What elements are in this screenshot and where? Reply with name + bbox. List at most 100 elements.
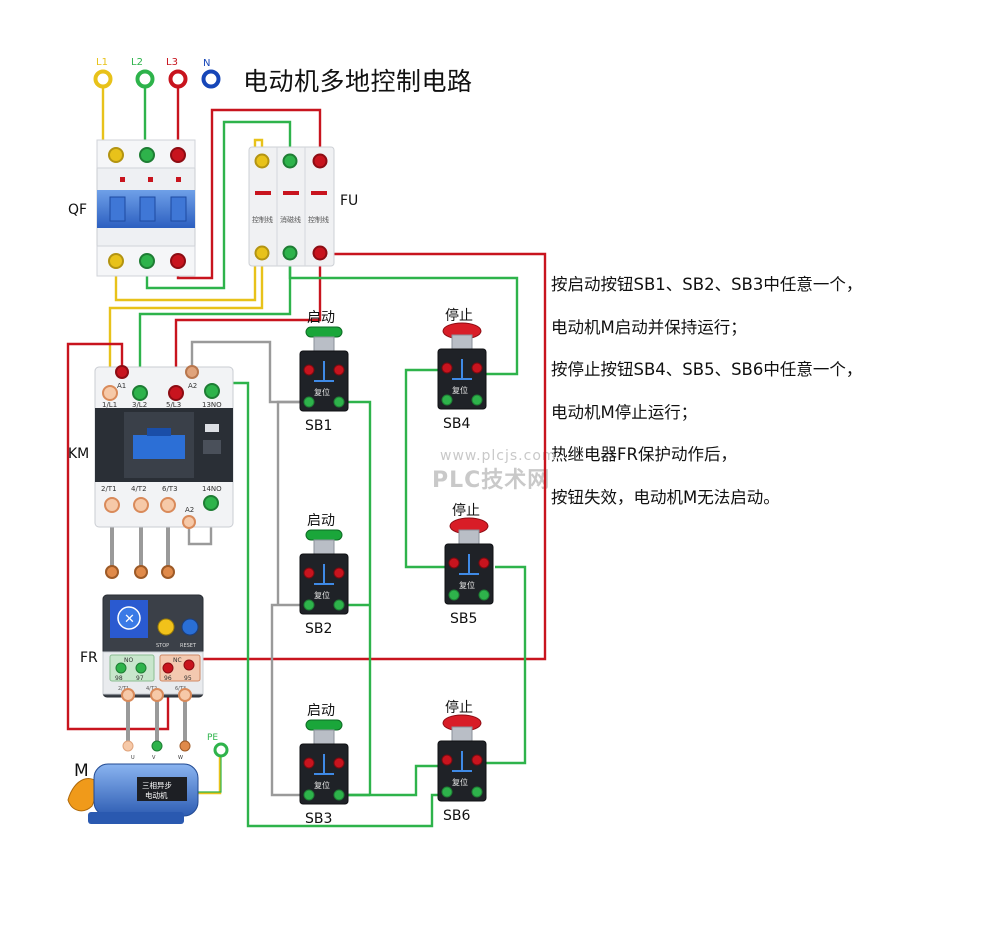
svg-text:✕: ✕ <box>124 612 135 627</box>
fuse-label-3: 控制线 <box>308 215 329 224</box>
motor: M 三相异步 电动机 U V W PE <box>67 733 229 824</box>
km-term-a1: A1 <box>117 382 126 390</box>
wire-fu-km-3 <box>174 262 322 370</box>
button-id: SB2 <box>305 621 332 637</box>
terminal-n[interactable] <box>201 69 221 89</box>
wire-stop-series-1 <box>404 368 452 569</box>
fr-no-label: NO <box>124 657 133 664</box>
fr-relay: ✕ STOP RESET NO NC 98 97 96 95 2/T1 4/T2… <box>80 565 204 702</box>
label-l1: L1 <box>96 57 108 68</box>
wire-gray-start <box>270 400 302 797</box>
button-caption: 停止 <box>445 307 473 324</box>
fr-t1: 2/T1 <box>118 686 129 692</box>
button-id: SB5 <box>450 611 477 627</box>
push-buttons: 启动复位SB1启动复位SB2启动复位SB3停止复位SB4停止复位SB5停止复位S… <box>299 307 494 827</box>
label-l2: L2 <box>131 57 143 68</box>
description-line: 按启动按钮SB1、SB2、SB3中任意一个， <box>551 275 863 294</box>
fr-t3: 6/T3 <box>175 686 186 692</box>
fuse-label-1: 控制线 <box>252 215 273 224</box>
diagram-title: 电动机多地控制电路 <box>243 67 473 96</box>
fr-nc-label: NC <box>173 657 182 664</box>
wire-control-green <box>288 262 519 376</box>
motor-label-2: 电动机 <box>145 790 168 800</box>
label-qf: QF <box>68 202 87 218</box>
motor-term-u: U <box>131 755 135 761</box>
button-caption: 启动 <box>307 310 335 326</box>
terminal-l1[interactable] <box>93 69 113 89</box>
motor-label-1: 三相异步 <box>142 780 172 790</box>
fu-fuses: 控制线 消磁线 控制线 FU <box>248 146 358 267</box>
label-km: KM <box>68 446 89 462</box>
button-caption: 启动 <box>307 513 335 529</box>
label-pe: PE <box>207 733 218 743</box>
label-fu: FU <box>340 193 358 209</box>
label-n: N <box>203 58 210 69</box>
label-l3: L3 <box>166 57 178 68</box>
description-line: 电动机M启动并保持运行； <box>551 317 747 337</box>
supply-terminals: L1 L2 L3 N <box>93 57 221 89</box>
km-term-a2-bottom: A2 <box>185 506 194 514</box>
watermark: www.plcjs.com PLC技术网 <box>432 448 557 494</box>
terminal-l2[interactable] <box>135 69 155 89</box>
button-face-label: 复位 <box>459 580 475 590</box>
description-line: 按停止按钮SB4、SB5、SB6中任意一个， <box>551 360 863 379</box>
watermark-brand: PLC技术网 <box>432 468 551 493</box>
label-fr: FR <box>80 650 98 666</box>
terminal-pe[interactable] <box>213 742 229 758</box>
km-term-5l3: 5/L3 <box>166 401 181 409</box>
fr-t2: 4/T2 <box>146 686 157 692</box>
wire-start-km <box>216 381 440 828</box>
km-term-14no: 14NO <box>202 485 222 493</box>
description-line: 热继电器FR保护动作后， <box>551 445 737 464</box>
button-face-label: 复位 <box>314 590 330 600</box>
button-id: SB4 <box>443 416 470 432</box>
label-m: M <box>74 761 89 781</box>
km-term-4t2: 4/T2 <box>131 485 147 493</box>
fr-reset-label: RESET <box>180 643 197 649</box>
fr-97: 97 <box>136 675 144 682</box>
wire-pe <box>196 752 222 795</box>
watermark-url: www.plcjs.com <box>440 448 557 464</box>
motor-term-w: W <box>178 755 183 761</box>
fr-stop-label: STOP <box>156 643 169 649</box>
wire-stop-start <box>341 764 440 797</box>
wire-stop-series-2 <box>484 565 527 765</box>
fr-96: 96 <box>164 675 172 682</box>
motor-term-v: V <box>152 755 156 761</box>
button-face-label: 复位 <box>314 387 330 397</box>
wire-fu-km-1 <box>108 262 264 392</box>
fuse-label-2: 消磁线 <box>280 215 301 224</box>
wire-l2-qf-fu <box>145 120 292 290</box>
button-id: SB1 <box>305 418 332 434</box>
button-caption: 停止 <box>445 699 473 716</box>
button-id: SB6 <box>443 808 470 824</box>
description-line: 按钮失效，电动机M无法启动。 <box>551 487 780 507</box>
km-term-13no: 13NO <box>202 401 222 409</box>
km-term-a2: A2 <box>188 382 197 390</box>
km-term-6t3: 6/T3 <box>162 485 178 493</box>
button-caption: 启动 <box>307 703 335 719</box>
terminal-l3[interactable] <box>168 69 188 89</box>
wire-fu-km-2 <box>138 262 292 392</box>
button-caption: 停止 <box>452 502 480 519</box>
km-term-2t1: 2/T1 <box>101 485 117 493</box>
button-face-label: 复位 <box>314 780 330 790</box>
description: 按启动按钮SB1、SB2、SB3中任意一个， 电动机M启动并保持运行； 按停止按… <box>551 264 991 519</box>
km-term-3l2: 3/L2 <box>132 401 147 409</box>
wires <box>66 80 547 828</box>
button-face-label: 复位 <box>452 385 468 395</box>
km-term-1l1: 1/L1 <box>102 401 117 409</box>
wire-pe-2 <box>196 752 222 793</box>
km-contactor: KM A1 1/L1 3/L2 5/L3 A2 13NO 2/T1 4/T2 6… <box>68 365 234 529</box>
description-line: 电动机M停止运行； <box>551 402 698 422</box>
qf-breaker: QF <box>68 139 196 277</box>
button-face-label: 复位 <box>452 777 468 787</box>
